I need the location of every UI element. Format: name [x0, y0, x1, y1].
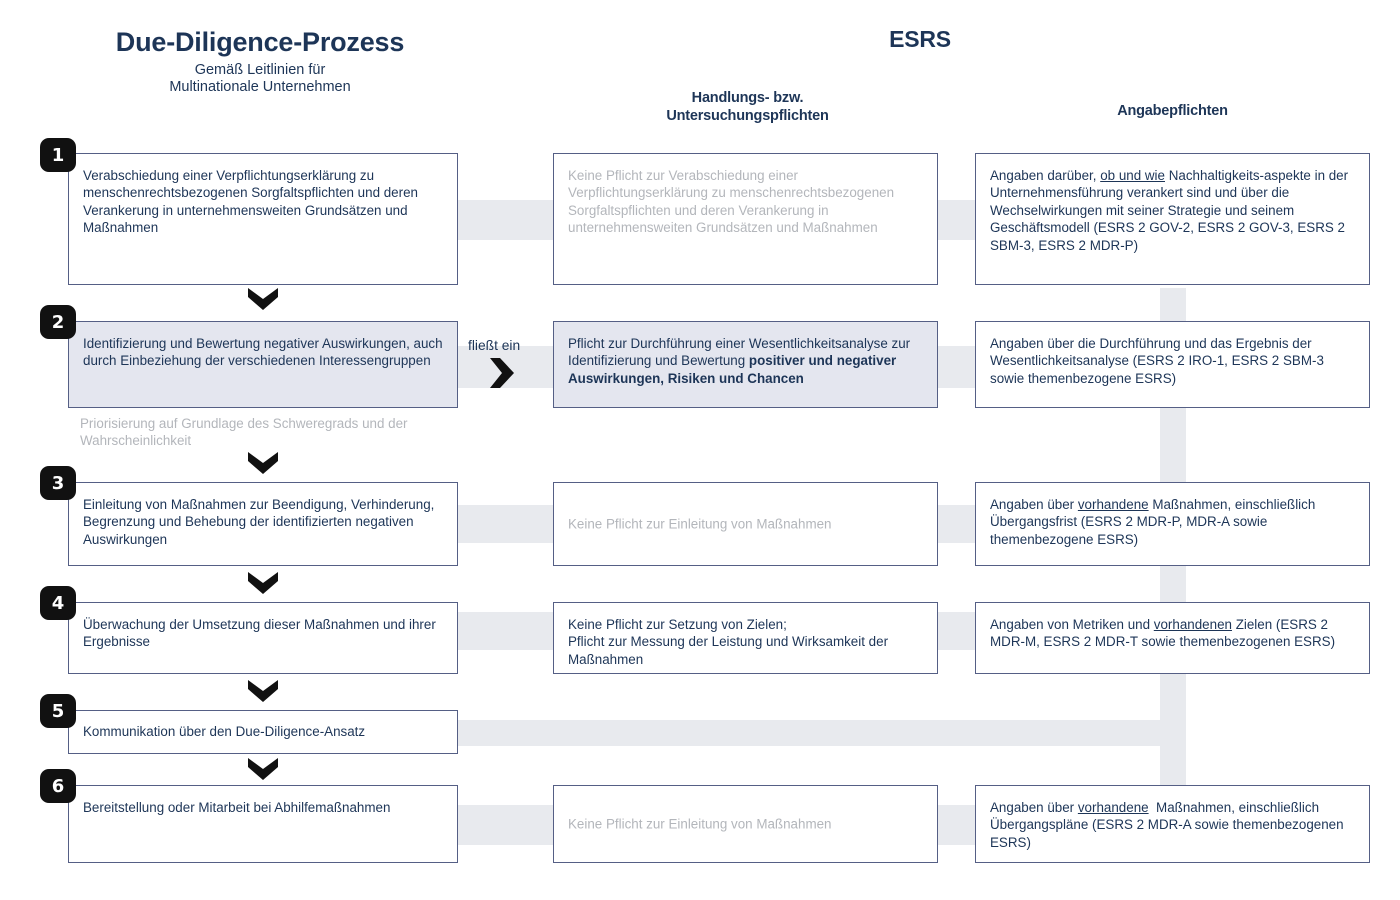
flow-label-fliesst-ein: fließt ein	[468, 338, 521, 353]
flow-arrow-2-to-3	[248, 452, 278, 474]
step-badge-4: 4	[40, 586, 76, 620]
right-box-step-3-text: Angaben über vorhandene Maßnahmen, einsc…	[990, 497, 1316, 547]
left-box-step-1[interactable]: Verabschiedung einer Verpflichtungserklä…	[68, 153, 458, 285]
left-box-step-6-text: Bereitstellung oder Mitarbeit bei Abhilf…	[83, 800, 391, 815]
middle-box-step-4-muted-line: Keine Pflicht zur Setzung von Zielen;	[568, 617, 787, 632]
middle-box-step-3-text: Keine Pflicht zur Einleitung von Maßnahm…	[568, 516, 832, 532]
middle-box-step-1-text: Keine Pflicht zur Verabschiedung einer V…	[568, 168, 895, 236]
right-box-step-4-text: Angaben von Metriken und vorhandenen Zie…	[990, 617, 1336, 650]
left-box-step-1-text: Verabschiedung einer Verpflichtungserklä…	[83, 168, 418, 236]
middle-box-step-4-text: Keine Pflicht zur Setzung von Zielen; Pfl…	[568, 616, 927, 668]
band-row3-middle-right	[935, 505, 980, 543]
left-box-step-6[interactable]: Bereitstellung oder Mitarbeit bei Abhilf…	[68, 785, 458, 863]
left-box-step-5[interactable]: Kommunikation über den Due-Diligence-Ans…	[68, 710, 458, 754]
page-subtitle-left: Gemäß Leitlinien für Multinationale Unte…	[169, 62, 351, 95]
band-row1-right-spine	[1160, 288, 1186, 308]
step-badge-2: 2	[40, 305, 76, 339]
band-row6-left-middle	[455, 805, 560, 845]
step-badge-6: 6	[40, 769, 76, 803]
right-box-step-1[interactable]: Angaben darüber, ob und wie Nachhaltigke…	[975, 153, 1370, 285]
left-box-step-3[interactable]: Einleitung von Maßnahmen zur Beendigung,…	[68, 482, 458, 566]
right-box-step-4[interactable]: Angaben von Metriken und vorhandenen Zie…	[975, 602, 1370, 674]
left-box-step-4[interactable]: Überwachung der Umsetzung dieser Maßnahm…	[68, 602, 458, 674]
middle-box-step-4-main-line: Pflicht zur Messung der Leistung und Wir…	[568, 634, 889, 667]
right-box-step-1-text: Angaben darüber, ob und wie Nachhaltigke…	[990, 168, 1349, 253]
step-badge-5: 5	[40, 694, 76, 728]
band-row1-middle-right	[935, 200, 980, 240]
flow-arrow-5-to-6	[248, 758, 278, 780]
band-row6-middle-right	[935, 805, 980, 845]
column-header-middle: Handlungs- bzw. Untersuchungspflichten	[666, 90, 829, 124]
band-row3-left-middle	[455, 505, 560, 543]
right-box-step-3[interactable]: Angaben über vorhandene Maßnahmen, einsc…	[975, 482, 1370, 566]
underlined-phrase-3: vorhandene	[1077, 497, 1149, 512]
left-box-step-3-text: Einleitung von Maßnahmen zur Beendigung,…	[83, 497, 435, 547]
flow-arrow-left-to-middle	[490, 358, 514, 388]
flow-arrow-3-to-4	[248, 572, 278, 594]
left-box-step-4-text: Überwachung der Umsetzung dieser Maßnahm…	[83, 617, 436, 650]
column-header-right: Angabepflichten	[1117, 103, 1228, 119]
middle-box-step-2-text: Pflicht zur Durchführung einer Wesentlic…	[568, 336, 911, 386]
band-row4-middle-right	[935, 612, 980, 650]
middle-box-step-6[interactable]: Keine Pflicht zur Einleitung von Maßnahm…	[553, 785, 938, 863]
left-box-step-2[interactable]: Identifizierung und Bewertung negativer …	[68, 321, 458, 408]
middle-box-step-4[interactable]: Keine Pflicht zur Setzung von Zielen; Pfl…	[553, 602, 938, 674]
left-sidenote-step-2: Priorisierung auf Grundlage des Schwereg…	[80, 416, 408, 449]
underlined-phrase-4: vorhandenen	[1153, 617, 1232, 632]
flow-arrow-4-to-5	[248, 680, 278, 702]
left-box-step-2-text: Identifizierung und Bewertung negativer …	[83, 336, 443, 369]
middle-box-step-3[interactable]: Keine Pflicht zur Einleitung von Maßnahm…	[553, 482, 938, 566]
middle-box-step-1[interactable]: Keine Pflicht zur Verabschiedung einer V…	[553, 153, 938, 285]
band-row1-left-middle	[455, 200, 560, 240]
middle-box-step-6-text: Keine Pflicht zur Einleitung von Maßnahm…	[568, 816, 832, 832]
page-title-right: ESRS	[889, 26, 951, 52]
step-badge-1: 1	[40, 138, 76, 172]
left-box-step-5-text: Kommunikation über den Due-Diligence-Ans…	[83, 724, 366, 739]
band-row4-left-middle	[455, 612, 560, 650]
middle-box-step-2[interactable]: Pflicht zur Durchführung einer Wesentlic…	[553, 321, 938, 408]
underlined-phrase-6: vorhandene	[1077, 800, 1149, 815]
underlined-phrase-1: ob und wie	[1100, 168, 1165, 183]
band-row5-left-to-spine	[455, 720, 1186, 746]
step-badge-3: 3	[40, 466, 76, 500]
band-row2-middle-right	[935, 346, 980, 388]
flow-arrow-1-to-2	[248, 288, 278, 310]
right-box-step-6[interactable]: Angaben über vorhandene Maßnahmen, einsc…	[975, 785, 1370, 863]
bold-phrase-2: positiver und negativer Auswirkungen, Ri…	[568, 353, 897, 386]
right-box-step-2-text: Angaben über die Durchführung und das Er…	[990, 336, 1324, 386]
page-title-left: Due-Diligence-Prozess	[115, 27, 405, 57]
right-box-step-2[interactable]: Angaben über die Durchführung und das Er…	[975, 321, 1370, 408]
right-box-step-6-text: Angaben über vorhandene Maßnahmen, einsc…	[990, 800, 1344, 850]
